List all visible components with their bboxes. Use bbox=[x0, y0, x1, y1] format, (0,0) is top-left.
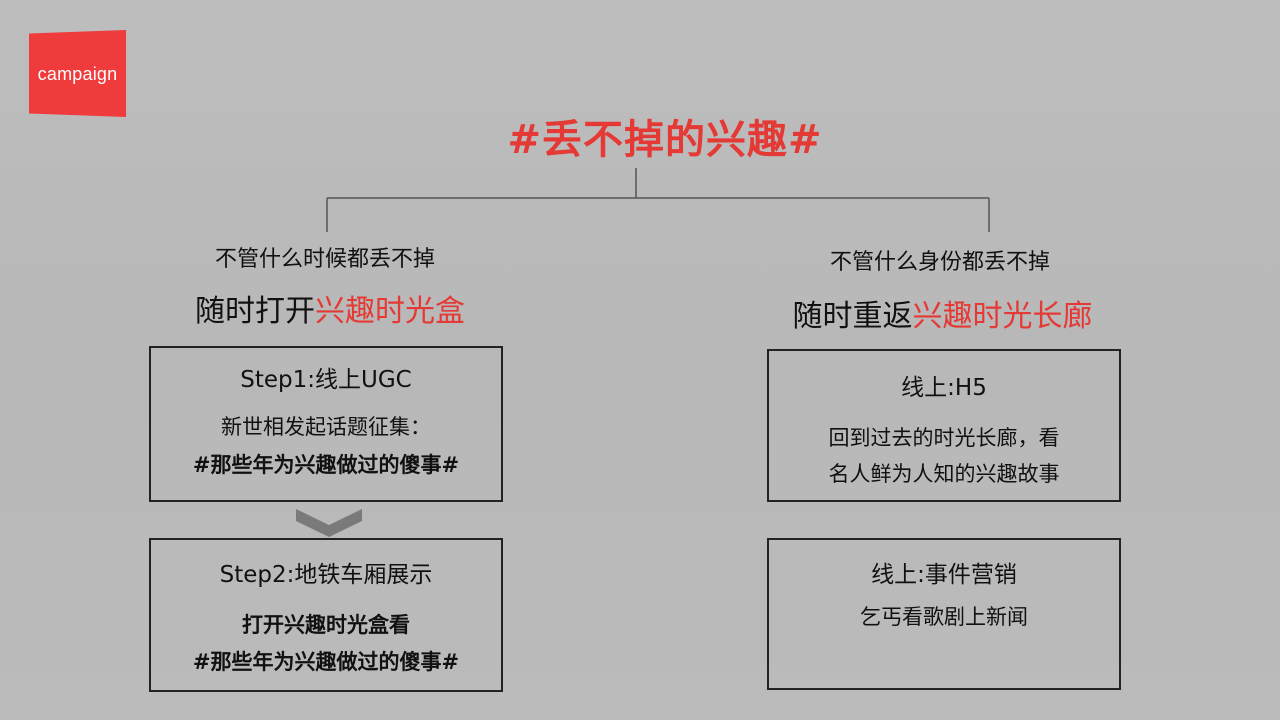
logo-text: campaign bbox=[37, 64, 118, 84]
right-event-box: 线上:事件营销 乞丐看歌剧上新闻 bbox=[767, 538, 1121, 690]
right-h5-title: 线上:H5 bbox=[901, 375, 987, 401]
left-step1-line2: #那些年为兴趣做过的傻事# bbox=[192, 453, 460, 477]
right-h5-line1: 回到过去的时光长廊，看 bbox=[828, 426, 1060, 450]
left-step2-box: Step2:地铁车厢展示 打开兴趣时光盒看 #那些年为兴趣做过的傻事# bbox=[149, 538, 503, 692]
right-heading-plain: 随时重返 bbox=[792, 299, 913, 334]
left-step2-title: Step2:地铁车厢展示 bbox=[219, 562, 433, 588]
right-branch-subtitle: 不管什么身份都丢不掉 bbox=[829, 250, 1050, 275]
left-branch-subtitle: 不管什么时候都丢不掉 bbox=[214, 247, 435, 272]
left-heading-highlight: 兴趣时光盒 bbox=[315, 294, 465, 329]
chevron-down-icon bbox=[296, 509, 362, 537]
page-title: #丢不掉的兴趣# bbox=[507, 117, 823, 163]
left-heading-plain: 随时打开 bbox=[195, 294, 315, 329]
left-step1-box: Step1:线上UGC 新世相发起话题征集： #那些年为兴趣做过的傻事# bbox=[149, 346, 503, 502]
left-branch-heading: 随时打开兴趣时光盒 bbox=[130, 292, 530, 332]
left-step2-line1: 打开兴趣时光盒看 bbox=[242, 613, 410, 637]
right-heading-highlight: 兴趣时光长廊 bbox=[912, 299, 1093, 334]
left-step1-line1: 新世相发起话题征集： bbox=[221, 415, 431, 439]
right-h5-line2: 名人鲜为人知的兴趣故事 bbox=[828, 462, 1060, 486]
campaign-logo: campaign bbox=[29, 30, 126, 117]
left-step2-line2: #那些年为兴趣做过的傻事# bbox=[192, 650, 460, 674]
right-event-title: 线上:事件营销 bbox=[871, 562, 1017, 588]
right-h5-box: 线上:H5 回到过去的时光长廊，看 名人鲜为人知的兴趣故事 bbox=[767, 349, 1121, 502]
right-branch-heading: 随时重返兴趣时光长廊 bbox=[745, 297, 1140, 337]
left-step1-title: Step1:线上UGC bbox=[240, 367, 412, 393]
right-event-line1: 乞丐看歌剧上新闻 bbox=[860, 605, 1028, 629]
